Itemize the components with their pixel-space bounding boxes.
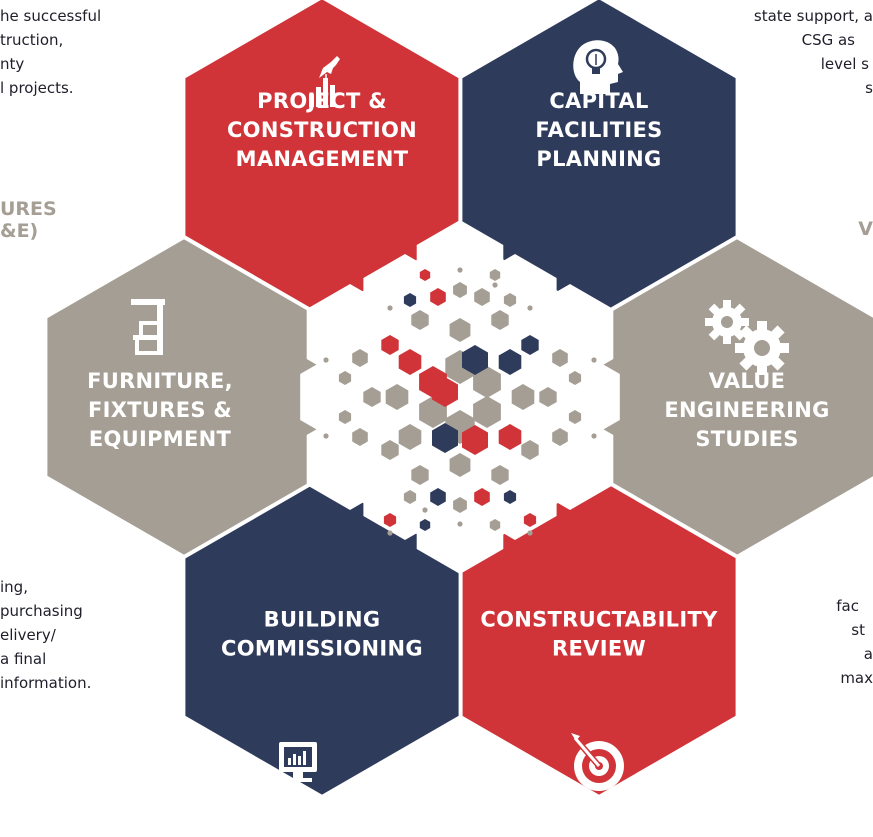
center-dots <box>323 267 597 536</box>
center-white-hex <box>363 444 447 540</box>
center-small-hex <box>539 387 557 407</box>
center-white-hex <box>540 351 620 443</box>
center-small-hex <box>489 519 501 531</box>
center-small-hex <box>568 410 582 424</box>
center-white-hex <box>300 351 380 443</box>
center-small-hex <box>383 513 397 527</box>
center-small-hex <box>473 366 501 398</box>
center-small-hex <box>568 371 582 385</box>
center-small-hex <box>352 349 368 367</box>
center-small-hex <box>474 488 490 506</box>
center-small-hex <box>462 345 488 375</box>
center-small-hex <box>511 384 535 410</box>
center-small-hex <box>411 310 429 330</box>
center-small-hex <box>552 349 568 367</box>
center-dot <box>527 530 533 536</box>
center-small-hex <box>432 423 458 453</box>
center-small-hex <box>453 497 467 513</box>
school-desk-icon <box>131 299 165 355</box>
center-dot <box>387 305 393 311</box>
center-dot <box>527 305 533 311</box>
center-white-hex <box>473 444 557 540</box>
center-small-hex <box>419 519 431 531</box>
center-small-hex <box>411 465 429 485</box>
center-small-hex <box>352 428 368 446</box>
center-dot <box>457 267 463 273</box>
center-small-hex <box>552 428 568 446</box>
center-small-hex <box>338 410 352 424</box>
center-small-hex <box>503 490 517 504</box>
center-small-hex <box>449 318 471 342</box>
side-text-bottom-left: ing, purchasing elivery/ a final informa… <box>0 578 92 692</box>
center-small-hex <box>403 293 417 307</box>
center-small-hex <box>521 335 539 355</box>
center-small-hex <box>385 384 409 410</box>
side-heading-mid-left: URES &E) <box>0 198 57 242</box>
center-small-hex <box>489 269 501 281</box>
center-small-hex <box>474 288 490 306</box>
center-small-hex <box>398 424 422 450</box>
center-dot <box>323 433 329 439</box>
center-small-hex <box>498 424 522 450</box>
center-small-hex <box>462 425 488 455</box>
center-small-hex <box>432 377 458 407</box>
hexagon-label-furniture: FURNITURE,FIXTURES &EQUIPMENT <box>87 369 233 451</box>
hexagon-layer <box>43 0 873 800</box>
center-dot <box>591 357 597 363</box>
hand-bar-chart-icon <box>309 56 340 107</box>
center-small-hex <box>403 490 417 504</box>
center-dot <box>422 507 428 513</box>
center-small-hex <box>381 335 399 355</box>
center-small-hex <box>523 513 537 527</box>
center-small-hex <box>419 269 431 281</box>
head-lightbulb-icon <box>573 40 623 94</box>
side-text-top-right: state support, a CSG as level s s <box>753 7 873 97</box>
side-text-top-left: he successful truction, nty l projects. <box>0 7 102 97</box>
center-small-hex <box>521 440 539 460</box>
center-small-hex <box>338 371 352 385</box>
center-small-hex <box>491 310 509 330</box>
side-heading-mid-right: V <box>858 218 873 240</box>
center-small-hex <box>491 465 509 485</box>
hexagon-icons <box>131 40 789 791</box>
center-small-hex <box>498 349 522 375</box>
center-dot <box>492 282 498 288</box>
center-small-hex <box>503 293 517 307</box>
center-small-hex <box>381 440 399 460</box>
center-dot <box>457 521 463 527</box>
center-small-hex <box>398 349 422 375</box>
center-small-hex <box>473 396 501 428</box>
center-dot <box>323 357 329 363</box>
center-small-hex <box>453 282 467 298</box>
center-small-hex <box>430 488 446 506</box>
center-dot <box>387 530 393 536</box>
gears-icon <box>705 300 789 375</box>
center-small-hex <box>363 387 381 407</box>
center-small-hex <box>430 288 446 306</box>
target-arrow-icon <box>571 733 624 791</box>
computer-monitor-icon <box>279 742 317 782</box>
center-small-hex <box>449 453 471 477</box>
center-dot <box>591 433 597 439</box>
side-text-bottom-right: fac st a max <box>836 597 873 687</box>
